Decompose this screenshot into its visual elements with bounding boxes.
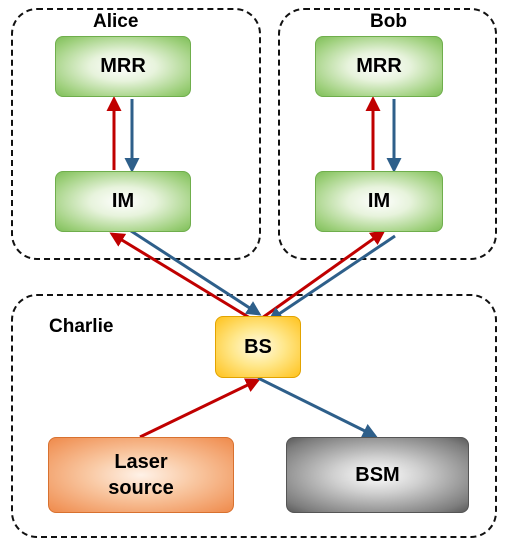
bob-label: Bob bbox=[367, 12, 410, 32]
bs-box: BS bbox=[215, 316, 301, 378]
alice-label: Alice bbox=[90, 12, 142, 32]
charlie-label: Charlie bbox=[49, 316, 114, 337]
bs-label: BS bbox=[244, 335, 272, 358]
bs-to-bob-im-arrow bbox=[261, 230, 386, 320]
bsm-label: BSM bbox=[355, 463, 400, 486]
laser-source-label-line1: Laser bbox=[114, 451, 168, 473]
bs-to-bsm-arrow bbox=[257, 376, 378, 438]
bs-to-alice-im-arrow bbox=[109, 232, 251, 320]
bob-im-box: IM bbox=[315, 171, 443, 232]
alice-group bbox=[11, 8, 261, 260]
bob-mrr-box: MRR bbox=[315, 36, 443, 97]
alice-im-box: IM bbox=[55, 171, 191, 232]
laser-source-box: Laser source bbox=[48, 437, 234, 513]
laser-to-bs-arrow bbox=[139, 378, 261, 439]
alice-im-label: IM bbox=[111, 190, 135, 212]
bob-group bbox=[278, 8, 497, 260]
bsm-box: BSM bbox=[286, 437, 469, 513]
bob-mrr-label: MRR bbox=[356, 55, 402, 77]
alice-mrr-box: MRR bbox=[55, 36, 191, 97]
alice-mrr-label: MRR bbox=[100, 55, 146, 77]
bob-im-to-bs-arrow bbox=[267, 234, 396, 322]
alice-im-to-bs-arrow bbox=[127, 227, 262, 316]
laser-source-label-line2: source bbox=[108, 477, 174, 499]
bob-im-label: IM bbox=[367, 190, 391, 212]
charlie-group bbox=[11, 294, 497, 538]
